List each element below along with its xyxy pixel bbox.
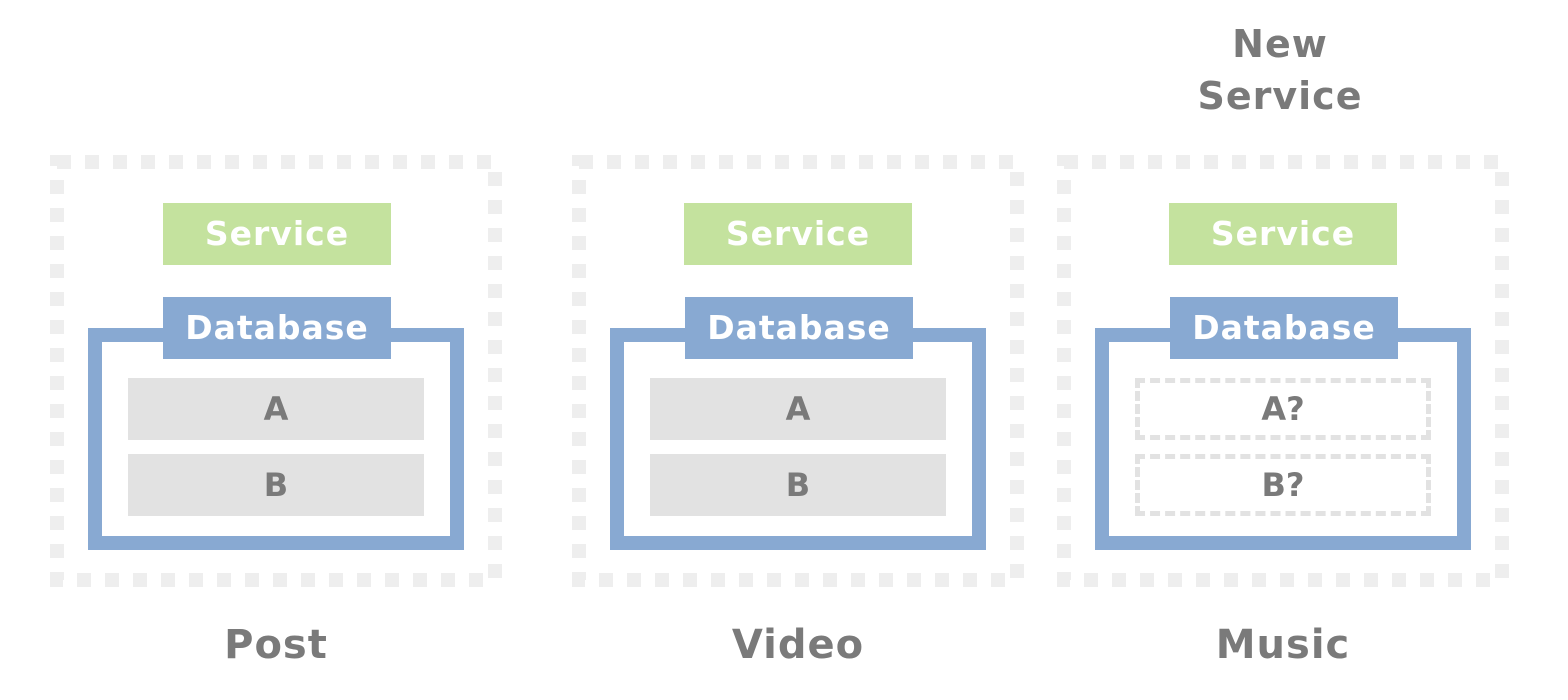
- table-a-pending: A?: [1135, 378, 1431, 440]
- table-b-pending: B?: [1135, 454, 1431, 516]
- database-tab: Database: [685, 297, 913, 359]
- domain-post: Service Database A B: [50, 155, 502, 587]
- domain-boundary: [1057, 155, 1509, 587]
- database-tab: Database: [163, 297, 391, 359]
- table-b: B: [128, 454, 424, 516]
- service-box: Service: [1169, 203, 1397, 265]
- domain-label-video: Video: [731, 622, 865, 668]
- service-box: Service: [684, 203, 912, 265]
- database-tab: Database: [1170, 297, 1398, 359]
- new-service-label: New Service: [1197, 22, 1363, 118]
- domain-label-music: Music: [1215, 622, 1351, 668]
- table-a: A: [128, 378, 424, 440]
- domain-video: Service Database A B: [572, 155, 1024, 587]
- domain-label-post: Post: [224, 622, 328, 668]
- domain-boundary: [572, 155, 1024, 587]
- table-a: A: [650, 378, 946, 440]
- service-box: Service: [163, 203, 391, 265]
- domain-music: Service Database A? B?: [1057, 155, 1509, 587]
- table-b: B: [650, 454, 946, 516]
- domain-boundary: [50, 155, 502, 587]
